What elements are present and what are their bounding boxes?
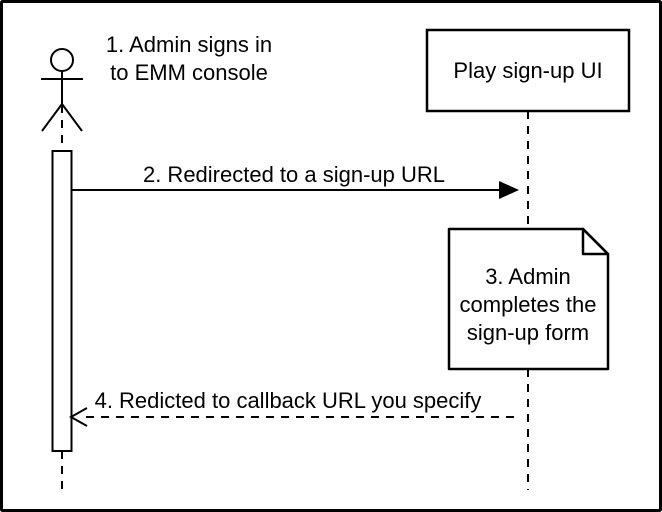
participant-box bbox=[425, 28, 631, 113]
arrowhead-filled-right-icon bbox=[499, 181, 519, 199]
note-fold-corner-icon bbox=[581, 227, 610, 256]
actor-icon bbox=[41, 48, 83, 132]
note-label-line3: sign-up form bbox=[467, 320, 589, 345]
participant-label: Play sign-up UI bbox=[453, 58, 602, 83]
actor-activation-bar bbox=[51, 150, 73, 452]
note-shape bbox=[447, 227, 610, 371]
actor-head bbox=[50, 48, 74, 72]
note-label-line1: 3. Admin bbox=[485, 264, 571, 289]
actor-caption-line2: to EMM console bbox=[110, 60, 268, 85]
message-redirect-label: 2. Redirected to a sign-up URL bbox=[143, 162, 445, 187]
arrowhead-open-left-icon bbox=[68, 407, 88, 427]
actor-caption-line1: 1. Admin signs in bbox=[106, 32, 272, 57]
message-callback-arrow bbox=[68, 407, 520, 427]
note-label-line2: completes the bbox=[460, 292, 597, 317]
message-callback-label: 4. Redicted to callback URL you specify bbox=[95, 388, 482, 413]
note-body bbox=[447, 227, 610, 371]
message-redirect-arrow bbox=[71, 181, 519, 199]
actor-leg-right bbox=[61, 103, 83, 132]
actor-leg-left bbox=[41, 103, 63, 132]
